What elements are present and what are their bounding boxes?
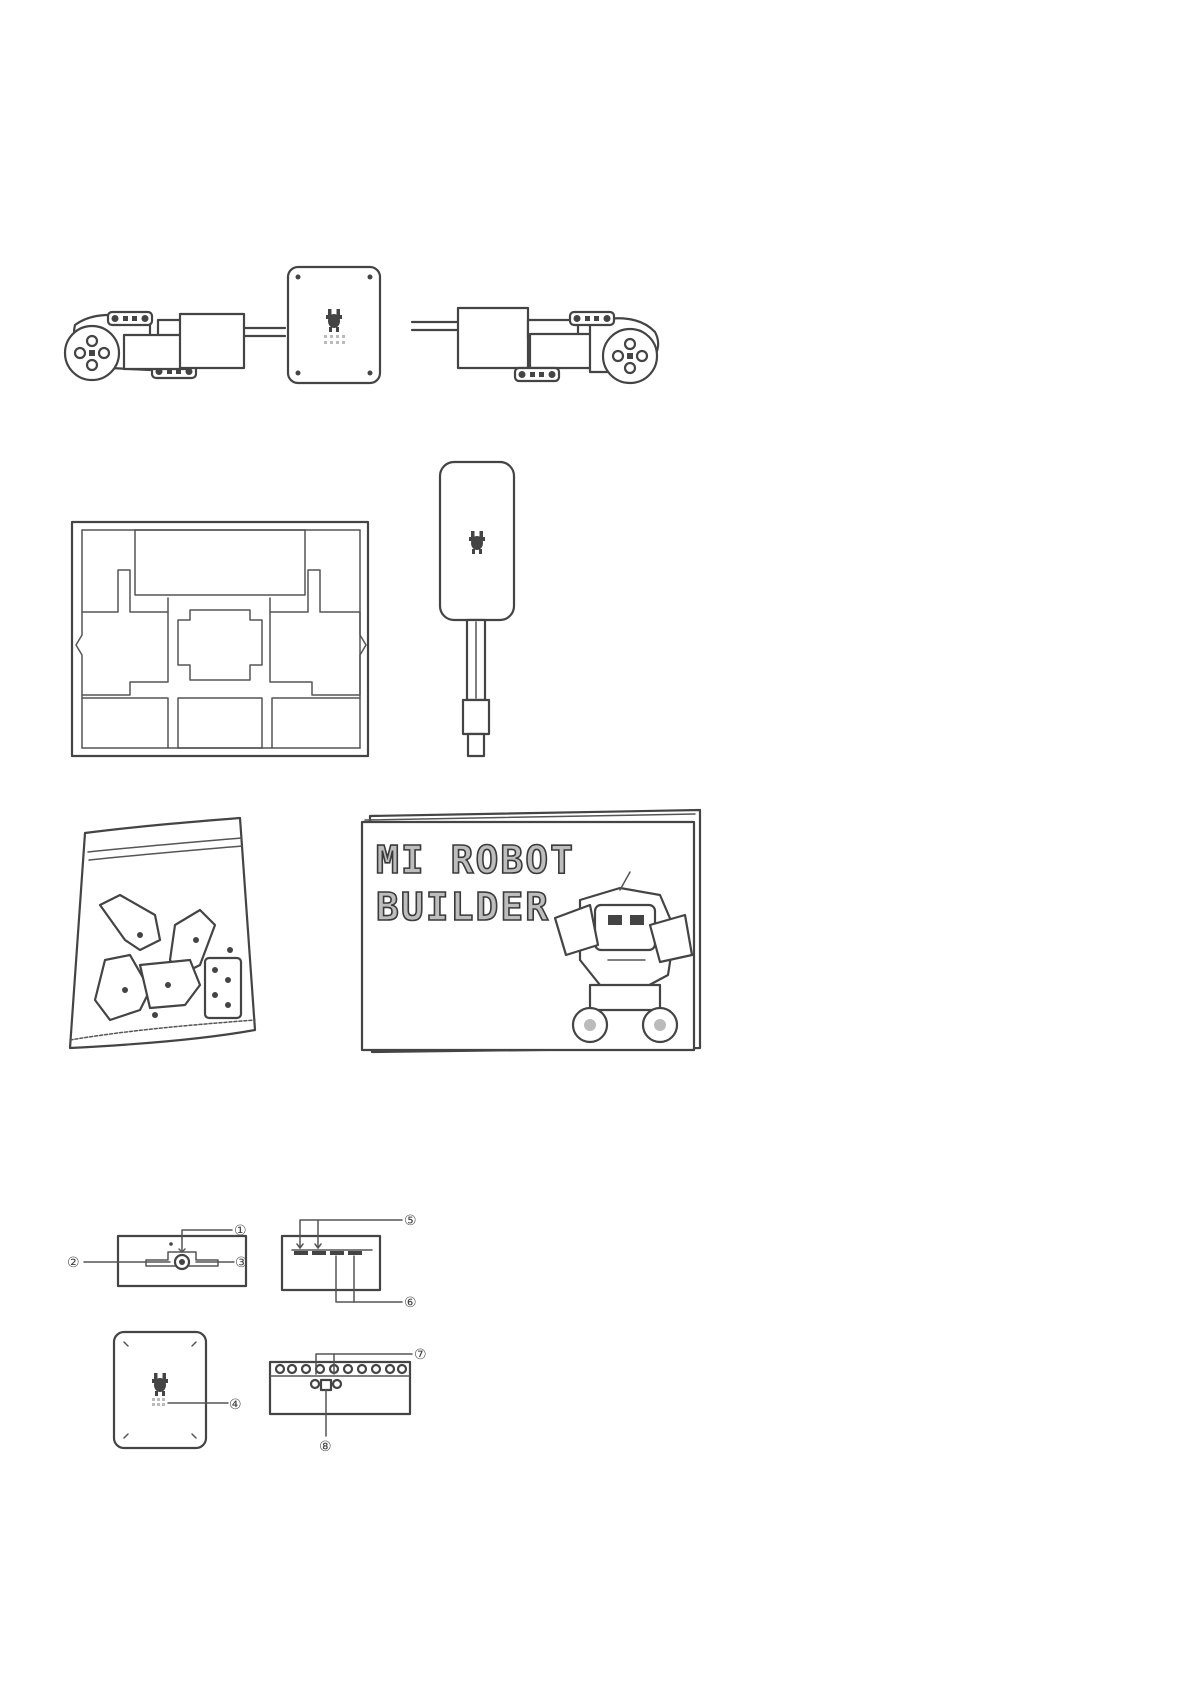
wheel-icon [65, 326, 119, 380]
servo-wheel-assembly-right [412, 308, 658, 383]
wheel-icon [603, 329, 657, 383]
packaging-tray [72, 522, 368, 756]
callout-3: ③ [235, 1255, 248, 1271]
callout-4: ④ [229, 1397, 242, 1413]
callout-diagram-top [84, 1230, 246, 1286]
callout-2: ② [67, 1255, 80, 1271]
callout-diagram-connectors [270, 1354, 412, 1436]
callout-diagram-ports [282, 1220, 402, 1302]
booklet-title-line2: BUILDER [376, 885, 550, 929]
main-controller-unit [288, 267, 380, 383]
callout-7: ⑦ [414, 1347, 427, 1363]
callout-8: ⑧ [319, 1439, 332, 1455]
booklet-title-line1: MI ROBOT [376, 838, 575, 882]
usb-cable [440, 462, 514, 756]
callout-6: ⑥ [404, 1295, 417, 1311]
servo-wheel-assembly-left [65, 312, 285, 380]
callout-1: ① [234, 1223, 247, 1239]
parts-bag [70, 818, 255, 1048]
manual-booklet: MI ROBOT BUILDER [362, 810, 700, 1052]
callout-5: ⑤ [404, 1213, 417, 1229]
callout-diagram-unit [114, 1332, 228, 1448]
